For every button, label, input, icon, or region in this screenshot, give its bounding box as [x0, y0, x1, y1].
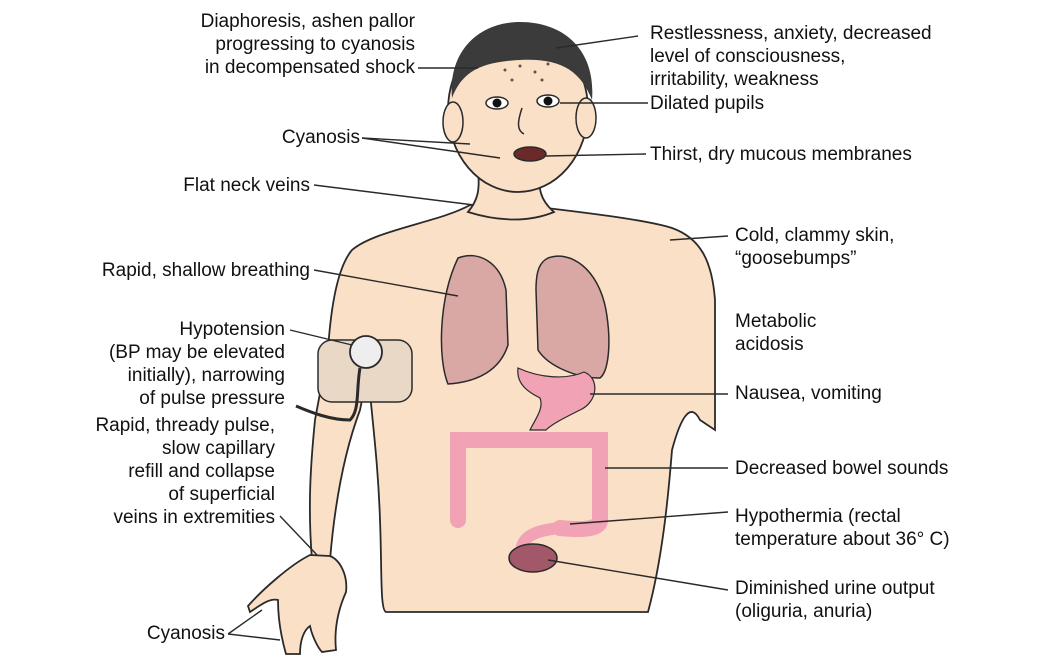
label-cyanosis-face: Cyanosis [200, 126, 360, 149]
label-rapid-breathing: Rapid, shallow breathing [10, 259, 310, 282]
mouth [514, 147, 546, 161]
label-restlessness: Restlessness, anxiety, decreased level o… [650, 22, 1040, 91]
label-cyanosis-hand: Cyanosis [80, 622, 225, 645]
label-metabolic-acidosis: Metabolic acidosis [735, 310, 895, 356]
hand [248, 555, 346, 654]
label-cold-skin: Cold, clammy skin, “goosebumps” [735, 224, 965, 270]
left-ear [443, 102, 463, 142]
label-dilated-pupils: Dilated pupils [650, 92, 850, 115]
label-urine-output: Diminished urine output (oliguria, anuri… [735, 577, 1035, 623]
bladder [509, 544, 557, 572]
label-thirst: Thirst, dry mucous membranes [650, 143, 1010, 166]
label-hypothermia: Hypothermia (rectal temperature about 36… [735, 505, 1035, 551]
right-ear [576, 98, 596, 138]
label-diaphoresis: Diaphoresis, ashen pallor progressing to… [90, 10, 415, 79]
label-thready-pulse: Rapid, thready pulse, slow capillary ref… [10, 414, 275, 529]
right-pupil [544, 97, 553, 106]
left-pupil [493, 99, 502, 108]
label-nausea: Nausea, vomiting [735, 382, 965, 405]
bp-gauge [350, 336, 382, 368]
label-bowel-sounds: Decreased bowel sounds [735, 457, 1035, 480]
label-flat-neck-veins: Flat neck veins [100, 174, 310, 197]
label-hypotension: Hypotension (BP may be elevated initiall… [10, 318, 285, 410]
